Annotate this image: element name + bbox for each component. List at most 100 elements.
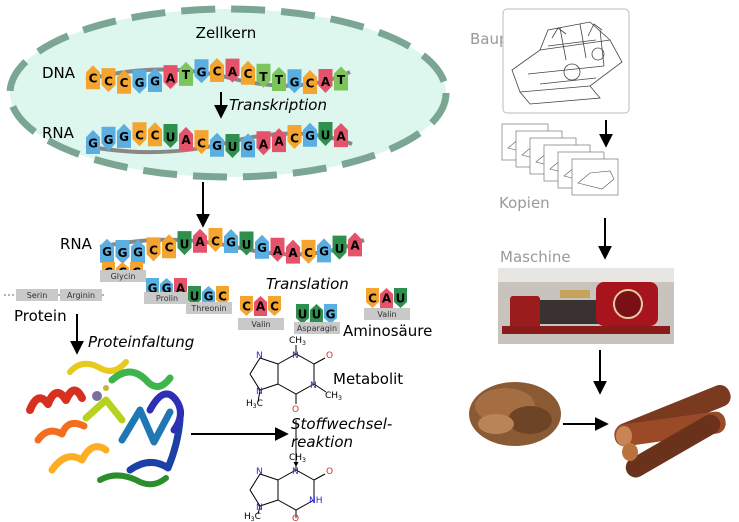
rna-n-base-15-letter: U: [321, 128, 331, 142]
rna-r-base-16-letter: A: [350, 239, 360, 253]
rna-r-base-13-letter: C: [304, 246, 313, 260]
p-atom-n7: N: [256, 467, 263, 477]
trna-4-base-1-shape: [310, 304, 323, 324]
dna-base-0-letter: C: [89, 71, 98, 85]
dna-base-13-shape: [287, 69, 302, 94]
dna-base-16-shape: [334, 66, 348, 91]
rna-n-base-7-letter: C: [197, 136, 206, 150]
rna-r-base-9-shape: [239, 231, 254, 256]
dna-base-2-shape: [117, 69, 131, 94]
dna-base-12-letter: T: [275, 73, 284, 87]
rna-r-base-11-letter: A: [273, 244, 283, 258]
rna-r-base-4-letter: C: [165, 241, 174, 255]
rna-n-base-14-letter: G: [305, 129, 315, 143]
protein-label: Protein: [14, 307, 67, 325]
dna-base-10-letter: C: [244, 67, 253, 81]
rna-r-base-0-letter: G: [102, 245, 112, 259]
chain-block-1: [60, 289, 102, 301]
trna-3-base-0-shape: [240, 296, 253, 316]
trna-4-base-1-letter: U: [312, 307, 322, 321]
rna-ribosome-label: RNA: [60, 235, 93, 253]
p-atom-o2: O: [292, 514, 299, 522]
atom-ch3-right: CH3: [325, 391, 342, 402]
nucleus-label: Zellkern: [196, 24, 257, 42]
atom-o1: O: [326, 351, 333, 361]
caffeine-structure: [249, 345, 327, 404]
rna-r-base-6-letter: A: [195, 235, 205, 249]
dna-base-1-shape: [101, 68, 116, 93]
p-atom-n9: N: [256, 503, 263, 513]
amino-acid-block-4: [294, 322, 340, 334]
chain-name-0: Serin: [27, 291, 48, 300]
rna-n-base-11-shape: [256, 131, 271, 156]
dna-base-13-letter: G: [290, 76, 300, 90]
dna-base-3-letter: G: [135, 76, 145, 90]
rna-n-base-1-letter: G: [104, 133, 114, 147]
rna-n-base-1-shape: [101, 126, 116, 151]
atom-o2: O: [292, 405, 299, 415]
dna-base-10-shape: [241, 60, 255, 85]
trna-4-base-0-letter: U: [298, 307, 308, 321]
amino-acid-block-1: [144, 292, 190, 304]
product-structure: [249, 462, 326, 518]
rna-n-base-9-shape: [225, 133, 240, 158]
rna-n-base-7-shape: [194, 130, 209, 155]
rna-r-base-9-letter: U: [242, 238, 252, 252]
reaction-label-line2: reaktion: [291, 433, 353, 451]
rna-r-base-5-letter: U: [180, 237, 190, 251]
dna-base-16-letter: T: [337, 73, 346, 87]
dna-base-7-shape: [194, 59, 209, 84]
trna-5-base-0-letter: C: [368, 291, 377, 305]
rna-r-base-14-shape: [317, 238, 331, 263]
rna-n-base-0-letter: G: [88, 136, 98, 150]
trna-5-base-0-shape: [366, 288, 379, 308]
dna-base-8-letter: C: [213, 64, 222, 78]
trna-1-base-1-letter: G: [162, 281, 172, 295]
amino-acid-label: Aminosäure: [343, 322, 432, 340]
rna-n-base-8-letter: G: [212, 139, 222, 153]
trna-2-base-2-shape: [216, 286, 229, 306]
blueprint-drawing: [511, 21, 623, 105]
trna-5-base-2-letter: U: [396, 291, 406, 305]
rna-n-base-10-shape: [241, 133, 255, 158]
rna-r-base-15-letter: U: [335, 242, 345, 256]
p-atom-nh-n: NH: [309, 496, 323, 506]
copies-label: Kopien: [499, 194, 550, 212]
rna-r-base-12-shape: [286, 239, 300, 264]
trna-1-base-0-letter: G: [148, 281, 158, 295]
atom-n3: N: [310, 381, 317, 391]
machine-label: Maschine: [500, 248, 571, 266]
rna-r-base-1-shape: [115, 239, 130, 264]
transcription-label: Transkription: [229, 96, 327, 114]
rna-n-base-16-letter: A: [336, 129, 346, 143]
rna-n-base-3-shape: [132, 122, 147, 147]
amino-acid-name-3: Valin: [251, 320, 270, 329]
product-atoms: CH3 N O NH O N N H3C: [244, 453, 333, 522]
dna-base-12-shape: [272, 66, 286, 91]
rna-n-base-8-shape: [210, 132, 224, 157]
rna-n-base-5-letter: U: [166, 130, 176, 144]
rna-nucleus-label: RNA: [42, 124, 75, 142]
rna-n-base-12-shape: [272, 128, 286, 153]
trna-group: CCCGlycinGGAProlinUGCThreoninCACValinUUG…: [100, 262, 410, 334]
trna-5-base-1-shape: [380, 288, 393, 308]
dna-base-1-letter: C: [104, 74, 113, 88]
amino-acid-name-1: Prolin: [156, 294, 178, 303]
rna-n-base-4-letter: C: [151, 129, 160, 143]
trna-3-base-1-shape: [254, 296, 267, 316]
rna-n-base-13-shape: [287, 124, 302, 149]
rna-r-base-0-shape: [100, 238, 114, 263]
dna-base-5-letter: A: [166, 71, 176, 85]
atom-n9: N: [256, 387, 263, 397]
blueprint-image: [502, 8, 630, 114]
atom-ch3-top: CH3: [289, 336, 306, 347]
copies-stack: [501, 123, 619, 196]
p-atom-h3c: H3C: [244, 512, 261, 522]
rna-n-base-6-shape: [179, 126, 193, 151]
rna-n-base-12-letter: A: [274, 134, 284, 148]
rna-r-base-7-letter: C: [211, 234, 220, 248]
rna-n-base-10-letter: G: [243, 140, 253, 154]
